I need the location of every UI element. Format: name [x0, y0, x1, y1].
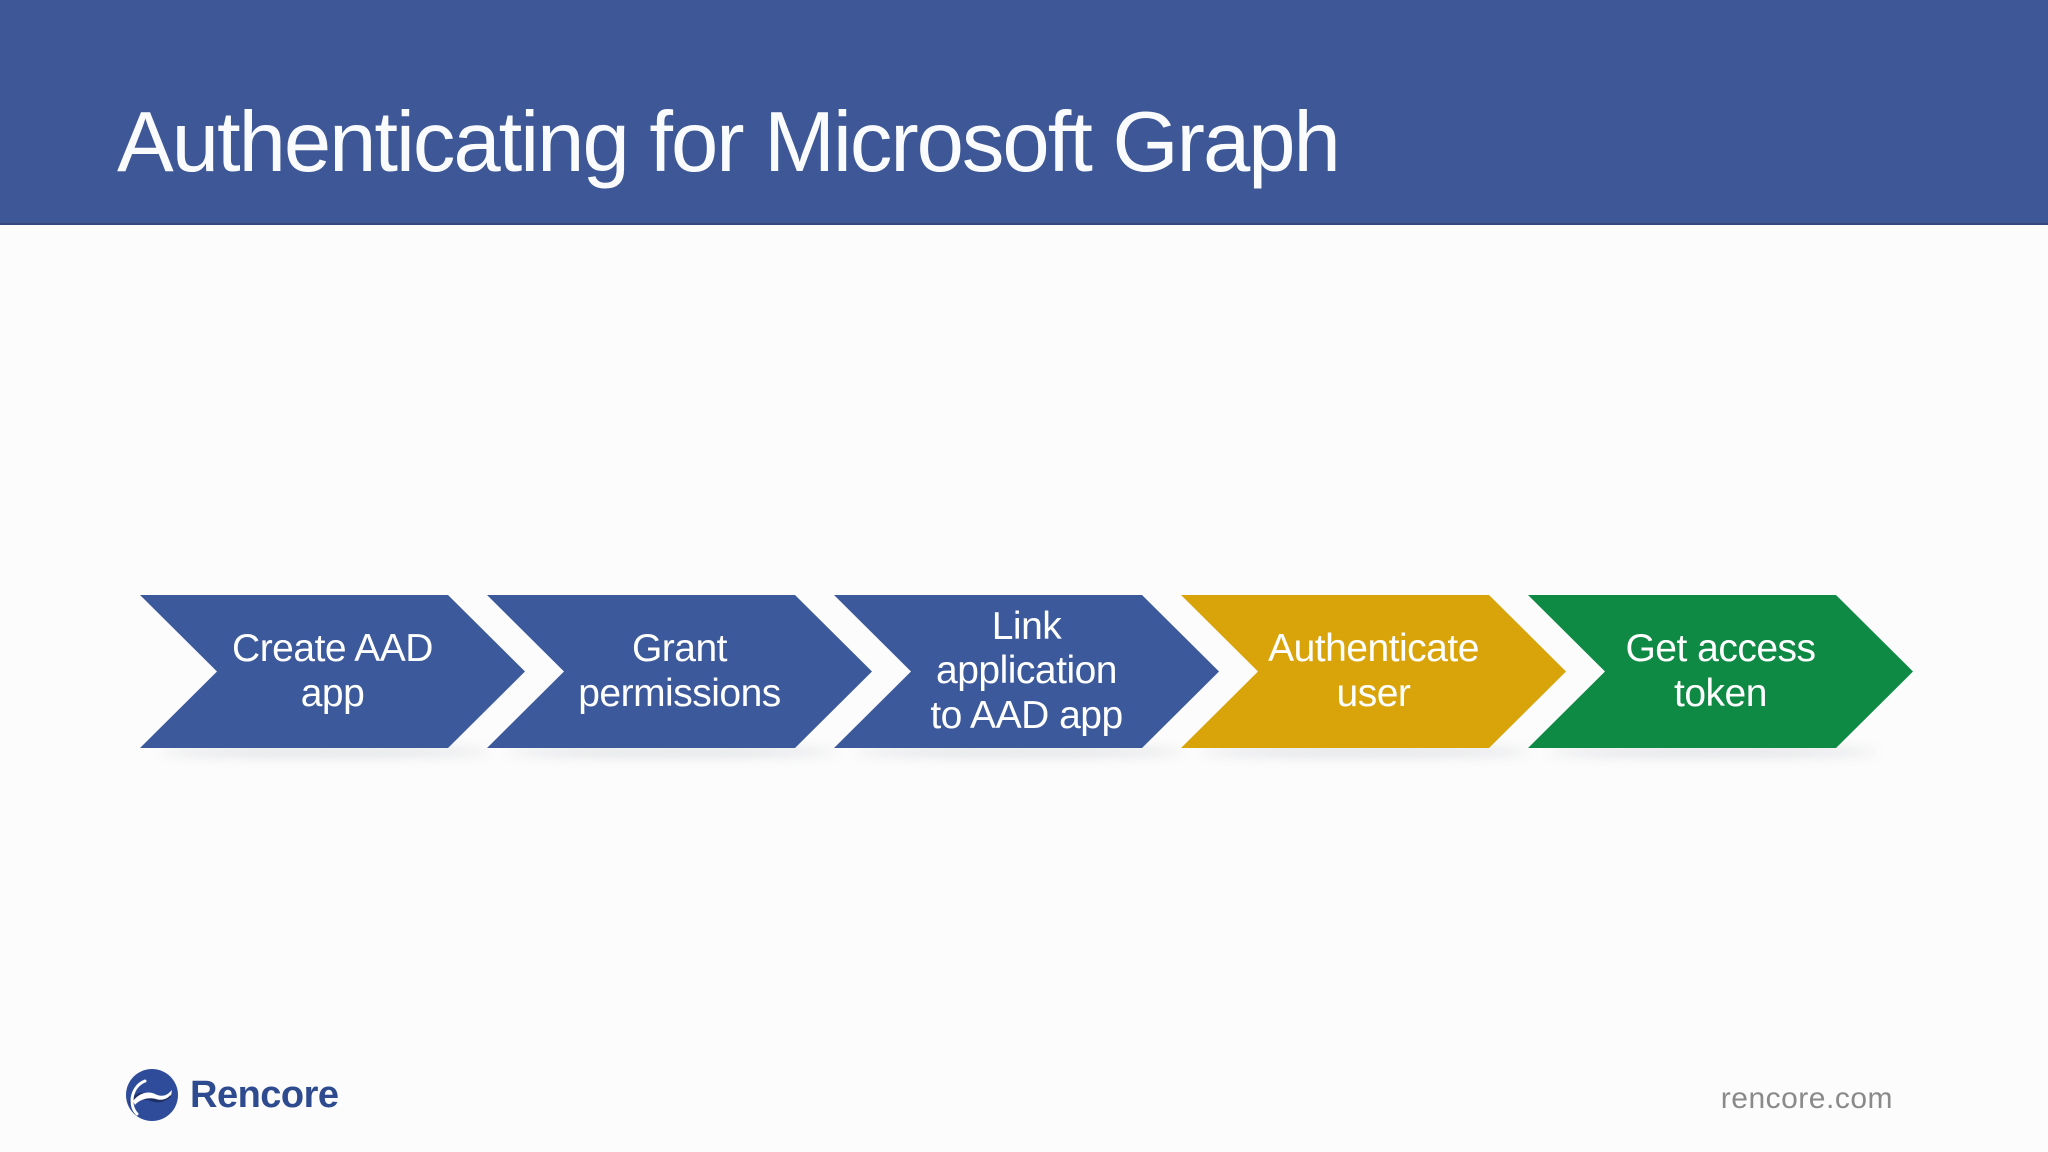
website-url: rencore.com: [1720, 1082, 1893, 1115]
process-step-authenticate-user: Authenticate user: [1181, 595, 1566, 748]
process-step-grant-permissions: Grant permissions: [487, 595, 872, 748]
process-step-create-aad-app: Create AAD app: [140, 595, 525, 748]
brand-name: Rencore: [190, 1073, 339, 1116]
slide-title: Authenticating for Microsoft Graph: [117, 95, 1341, 190]
rencore-logo: Rencore: [125, 1068, 339, 1122]
chevron-shadow: [1201, 748, 1531, 756]
rencore-logo-icon: [126, 1069, 178, 1121]
process-step-label: Grant permissions: [578, 627, 781, 715]
slide-header: Authenticating for Microsoft Graph: [0, 0, 2048, 225]
process-step-label: Get access token: [1625, 627, 1816, 715]
chevron-shadow: [1548, 748, 1878, 756]
chevron-shadow: [160, 748, 490, 756]
chevron-shadow: [507, 748, 837, 756]
process-step-label: Create AAD app: [232, 627, 433, 715]
process-step-link-application: Link application to AAD app: [834, 595, 1219, 748]
process-step-get-access-token: Get access token: [1528, 595, 1913, 748]
process-step-label: Authenticate user: [1268, 627, 1479, 715]
chevron-shadow: [854, 748, 1184, 756]
process-step-label: Link application to AAD app: [930, 605, 1123, 737]
